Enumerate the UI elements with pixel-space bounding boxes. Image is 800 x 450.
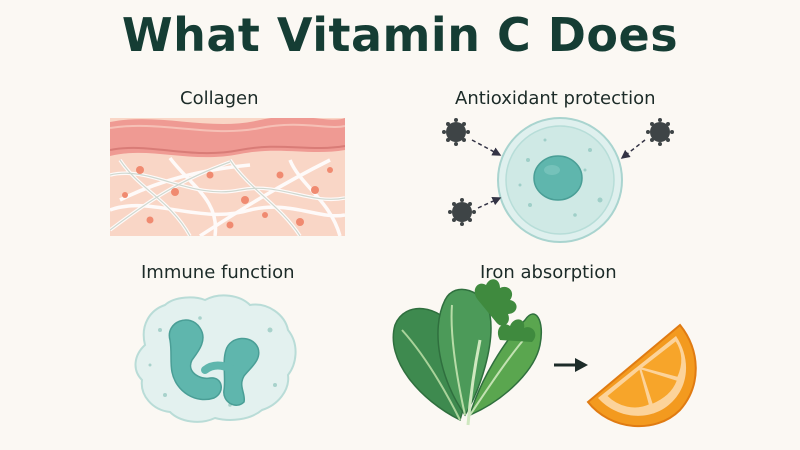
iron-absorption-label: Iron absorption: [480, 262, 617, 283]
collagen-label: Collagen: [180, 88, 259, 109]
antioxidant-cell-icon: [497, 117, 623, 243]
free-radical-icon: [442, 118, 470, 146]
skin-cells: [122, 166, 333, 229]
antioxidant-label: Antioxidant protection: [455, 88, 656, 109]
radical-arrows: [471, 139, 646, 209]
white-blood-cell-icon: [134, 294, 297, 423]
free-radical-icon: [646, 118, 674, 146]
collagen-skin-icon: [110, 118, 345, 236]
immune-function-label: Immune function: [141, 262, 295, 283]
orange-slice-icon: [586, 323, 697, 428]
free-radical-icons: [442, 118, 674, 226]
arrow-right-icon: [554, 358, 588, 372]
leafy-greens-icon: [392, 279, 542, 426]
free-radical-icon: [448, 198, 476, 226]
page-title: What Vitamin C Does: [121, 8, 679, 62]
